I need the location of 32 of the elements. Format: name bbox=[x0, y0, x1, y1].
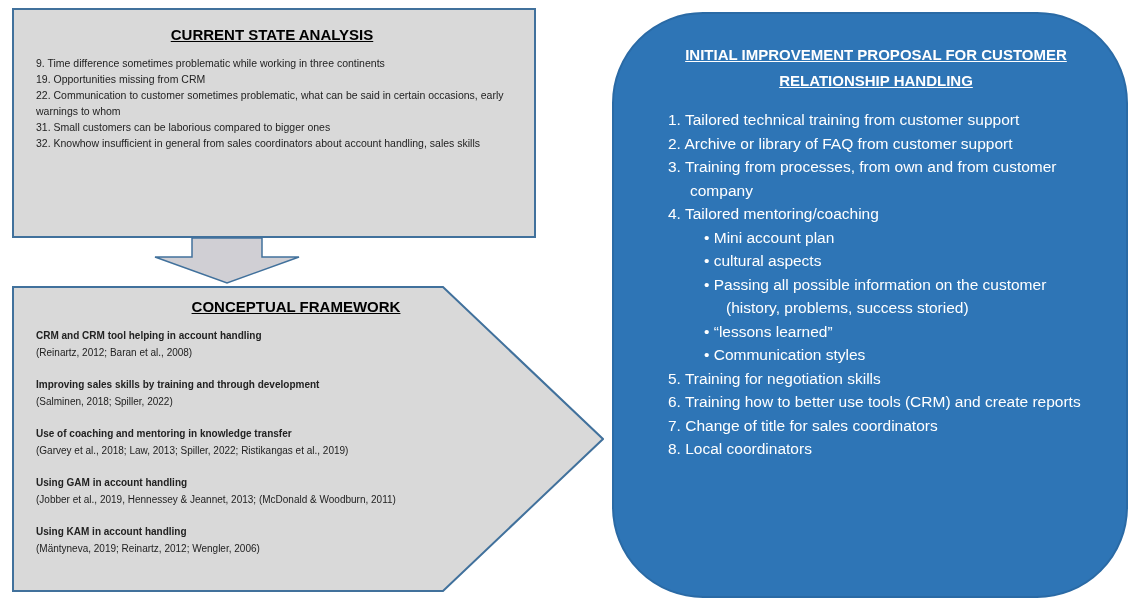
numbered-item: 3. Training from processes, from own and from customer company bbox=[668, 157, 1058, 201]
section-heading: CURRENT STATE ANALYSIS bbox=[169, 26, 375, 43]
numbered-item: 1. Tailored technical training from customer support bbox=[668, 110, 1021, 130]
finding-text: 9. Time difference sometimes problematic while working in three continents bbox=[36, 56, 386, 71]
bullet-item: • “lessons learned” bbox=[703, 321, 834, 342]
block-arrow bbox=[154, 237, 300, 284]
citation-text: (Salminen, 2018; Spiller, 2022) bbox=[36, 395, 174, 409]
bullet-item: • Mini account plan bbox=[703, 227, 836, 248]
numbered-item: 6. Training how to better use tools (CRM) and create reports bbox=[668, 392, 1082, 412]
numbered-item: 2. Archive or library of FAQ from customer support bbox=[668, 133, 1014, 154]
topic-text: CRM and CRM tool helping in account handling bbox=[36, 329, 263, 343]
numbered-item: 7. Change of title for sales coordinators bbox=[668, 415, 939, 436]
section-heading: CONCEPTUAL FRAMEWORK bbox=[190, 298, 402, 315]
numbered-item: 4. Tailored mentoring/coaching bbox=[668, 204, 880, 224]
finding-text: 22. Communication to customer sometimes problematic, what can be said in certain occasions, early warnings to whom bbox=[36, 88, 505, 119]
finding-text: 32. Knowhow insufficient in general from sales coordinators about account handling, sales skills bbox=[36, 136, 481, 151]
bullet-item: • Communication styles bbox=[703, 345, 867, 365]
citation-text: (Garvey et al., 2018; Law, 2013; Spiller, 2022; Ristikangas et al., 2019) bbox=[36, 444, 350, 458]
numbered-item: 5. Training for negotiation skills bbox=[668, 368, 882, 389]
topic-text: Using KAM in account handling bbox=[36, 525, 188, 539]
finding-text: 19. Opportunities missing from CRM bbox=[36, 72, 207, 87]
section-heading: INITIAL IMPROVEMENT PROPOSAL FOR CUSTOMER RELATIONSHIP HANDLING bbox=[684, 45, 1068, 91]
citation-text: (Jobber et al., 2019, Hennessey & Jeannet, 2013; (McDonald & Woodburn, 2011) bbox=[36, 493, 397, 507]
citation-text: (Reinartz, 2012; Baran et al., 2008) bbox=[36, 346, 194, 360]
topic-text: Improving sales skills by training and through development bbox=[36, 378, 321, 392]
finding-text: 31. Small customers can be laborious compared to bigger ones bbox=[36, 120, 332, 135]
citation-text: (Mäntyneva, 2019; Reinartz, 2012; Wengler, 2006) bbox=[36, 542, 261, 556]
topic-text: Using GAM in account handling bbox=[36, 476, 189, 490]
bullet-item: • Passing all possible information on the customer (history, problems, success storied) bbox=[703, 274, 1048, 318]
topic-text: Use of coaching and mentoring in knowledge transfer bbox=[36, 427, 293, 441]
numbered-item: 8. Local coordinators bbox=[668, 439, 813, 459]
bullet-item: • cultural aspects bbox=[703, 251, 823, 271]
